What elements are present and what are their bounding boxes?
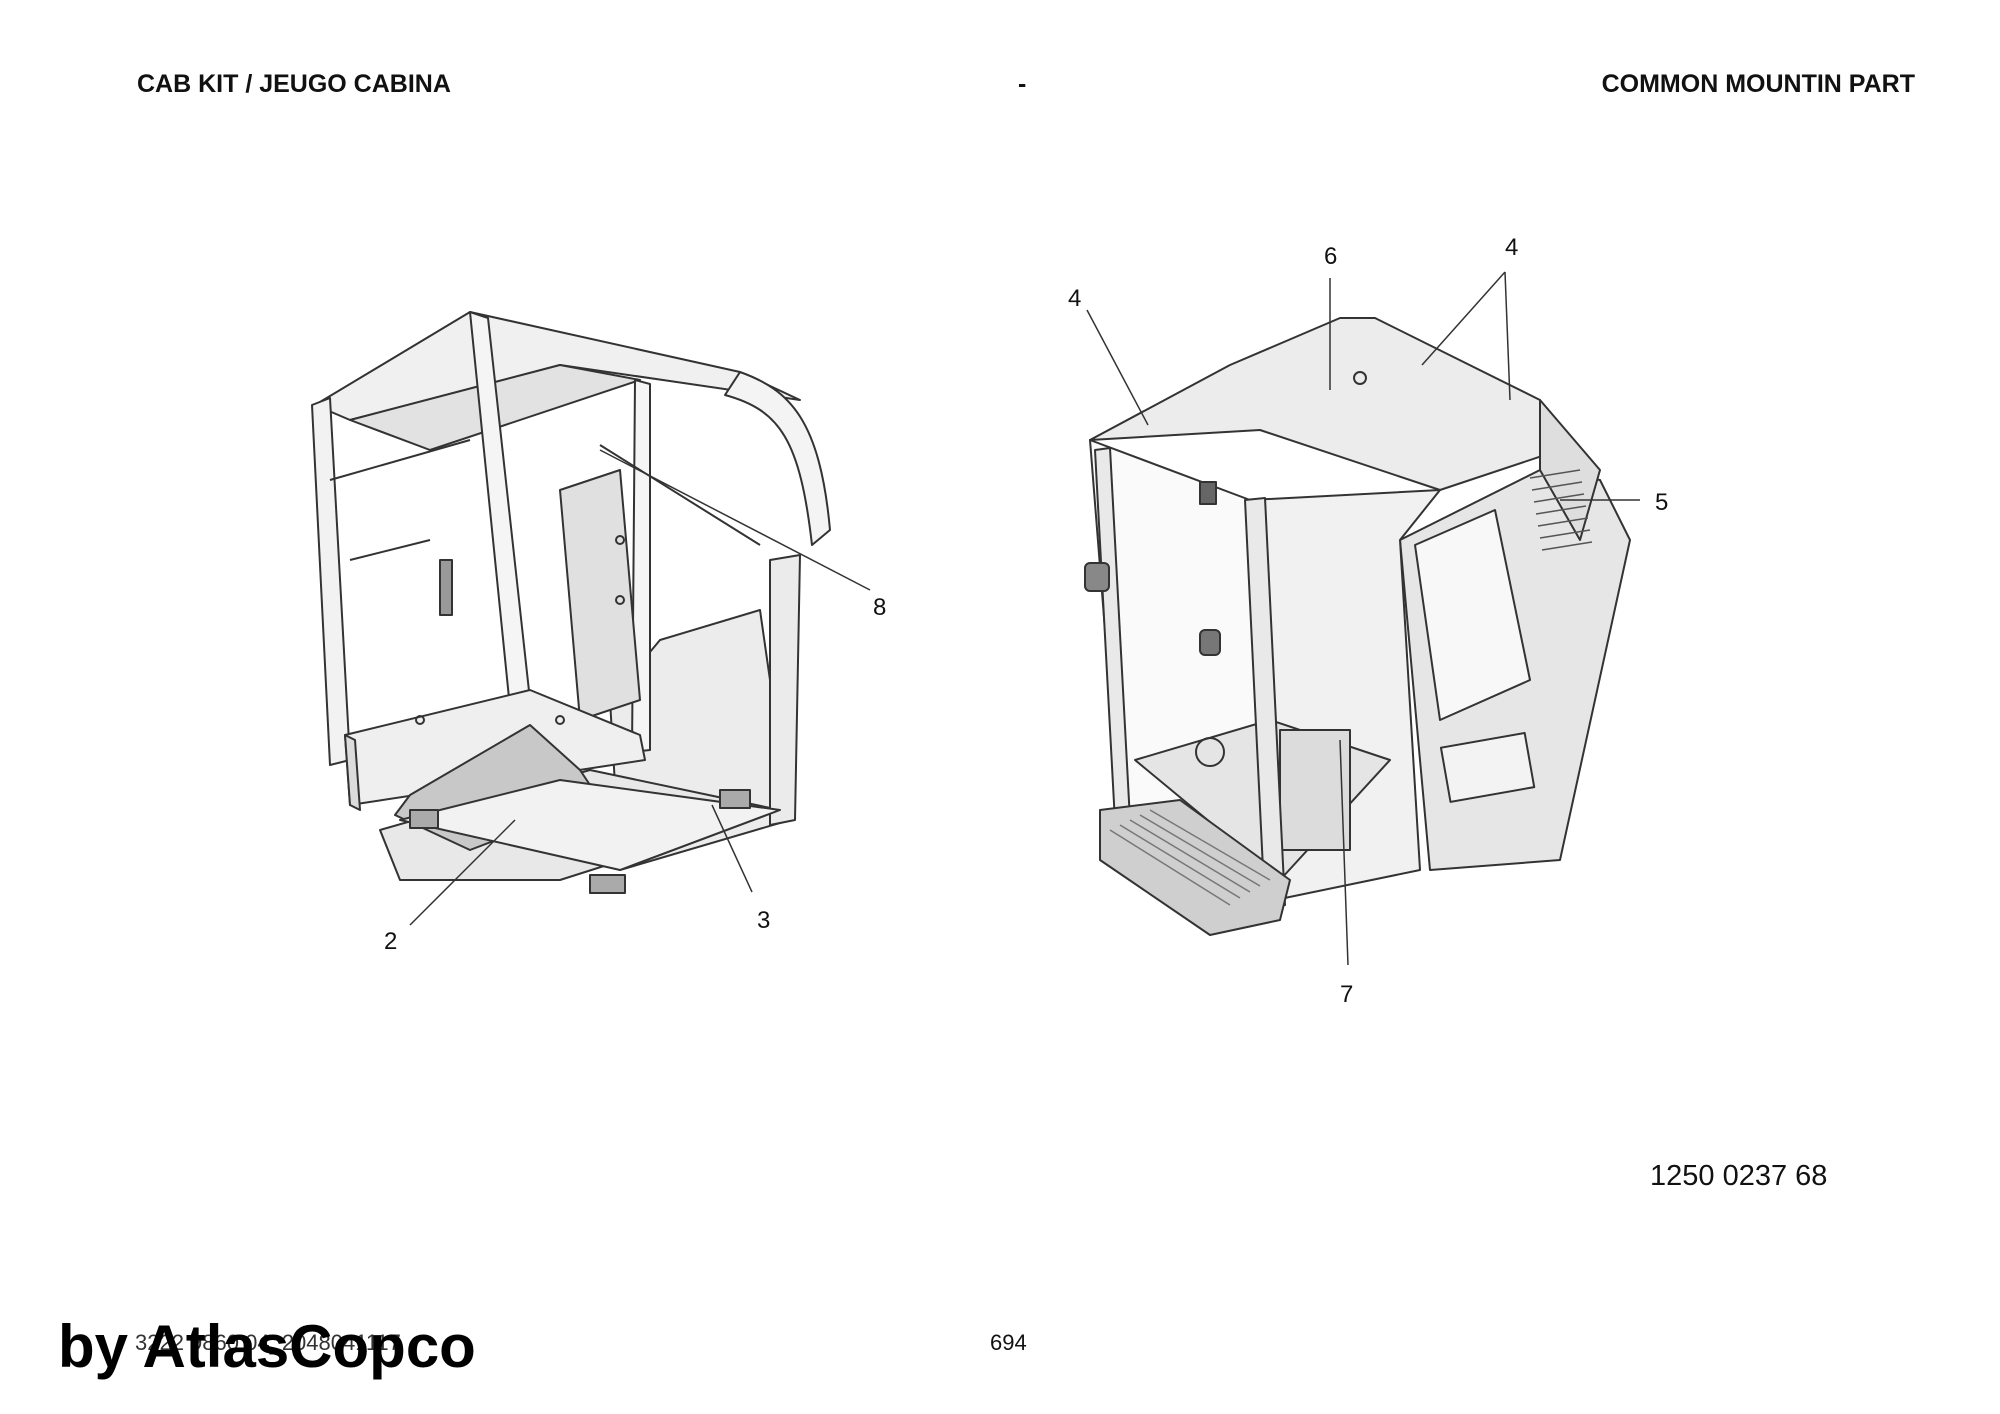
document-reference: 3222 9860 04_2048041117 [135,1330,401,1355]
watermark: by AtlasCopco [58,1313,476,1380]
step-tread [1109,809,1271,906]
callout-6: 6 [1324,243,1337,270]
callout-4-right: 4 [1505,234,1518,261]
enclosed-cab-illustration [1084,317,1631,936]
callout-5: 5 [1655,489,1668,516]
vent-grille [1529,469,1593,551]
callout-4-left: 4 [1068,285,1081,312]
center-title: - [1018,70,1027,98]
cab-frame-illustration [311,311,831,894]
callout-3: 3 [757,907,770,934]
drawing-part-number: 1250 0237 68 [1650,1160,1828,1192]
callout-2: 2 [384,928,397,955]
callout-8: 8 [873,594,886,621]
page-title: CAB KIT / JEUGO CABINA [137,70,451,98]
page-number: 694 [990,1330,1027,1355]
leader-lines [409,271,1640,966]
callout-7: 7 [1340,981,1353,1008]
section-title: COMMON MOUNTIN PART [1601,70,1915,98]
